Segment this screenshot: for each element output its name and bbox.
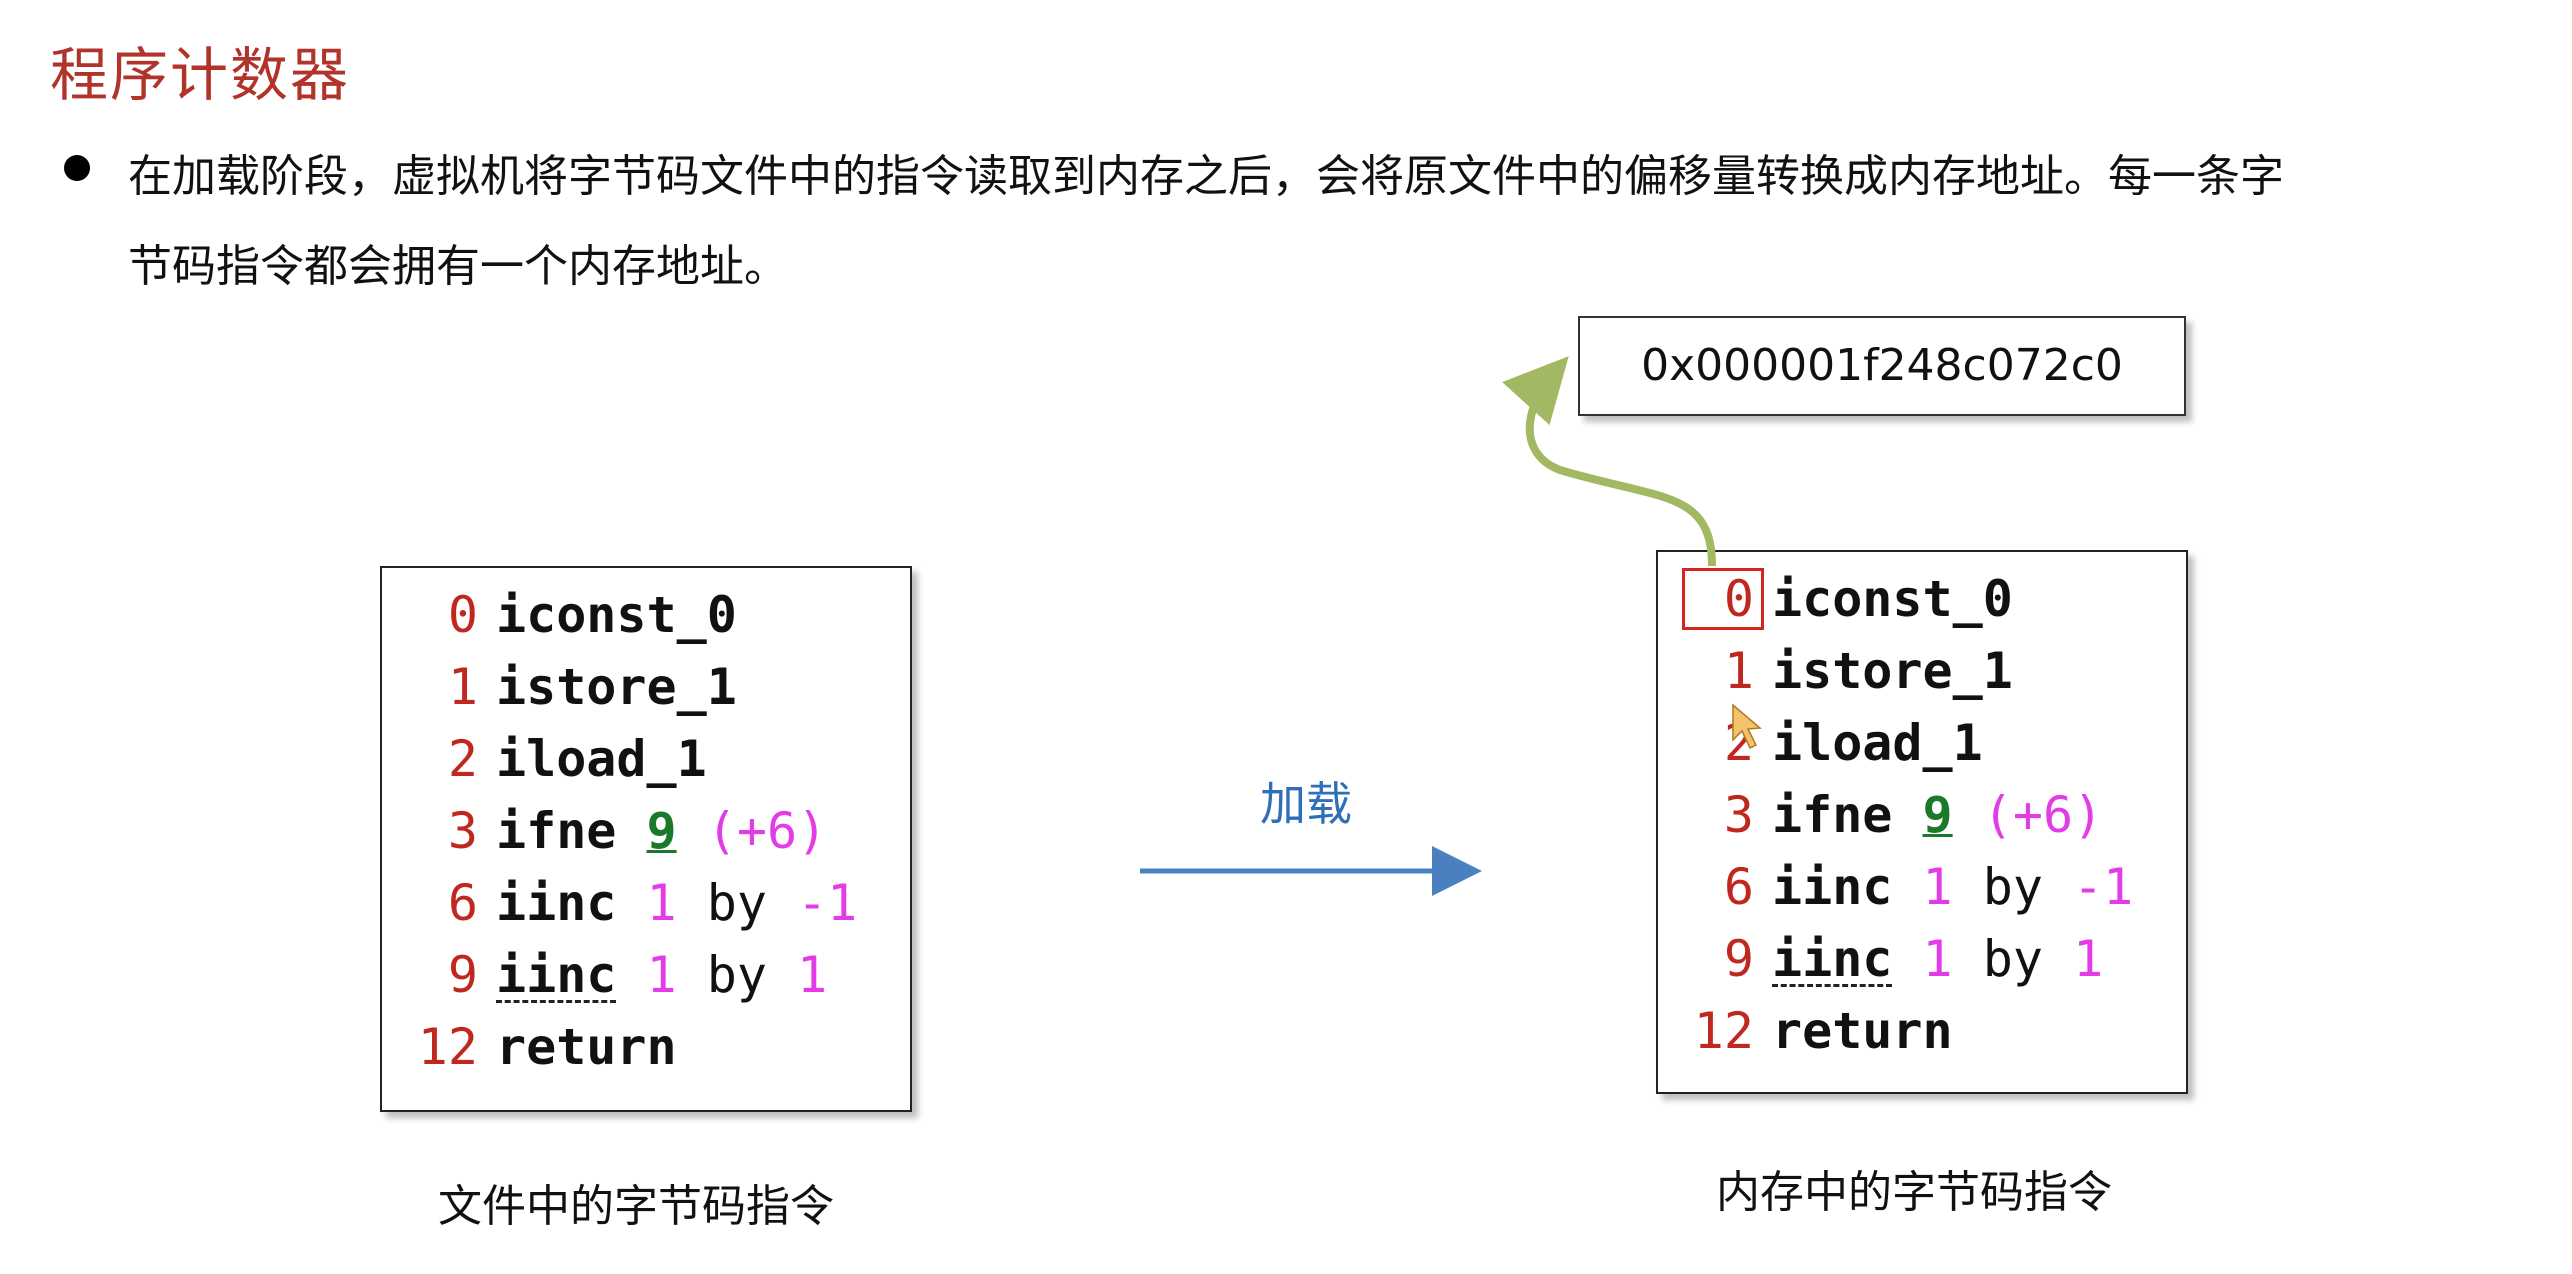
highlight-box (1682, 568, 1764, 630)
opcode: iload_1 (496, 730, 707, 788)
code-line: 12 return (382, 1012, 677, 1082)
offset-label: 0 (1723, 570, 1754, 628)
operand: -1 (2073, 858, 2134, 916)
keyword-by: by (1982, 930, 2043, 988)
address-curve-arrow (1502, 356, 1716, 567)
operand: 1 (1922, 858, 1953, 916)
code-line: 3 ifne 9 (+6) (1658, 780, 2103, 850)
offset-label: 6 (1723, 858, 1754, 916)
opcode: ifne (1772, 786, 1893, 844)
cursor-icon (1732, 703, 1762, 750)
operand: 1 (797, 946, 828, 1004)
offset-label: 1 (447, 658, 478, 716)
opcode: istore_1 (496, 658, 737, 716)
memory-bytecode-caption: 内存中的字节码指令 (1716, 1167, 2112, 1218)
code-line: 1 istore_1 (1658, 636, 2013, 706)
bullet-dot (64, 155, 90, 181)
offset-label: 3 (447, 802, 478, 860)
opcode: return (1772, 1002, 1953, 1060)
opcode: istore_1 (1772, 642, 2013, 700)
code-line: 0 iconst_0 (1658, 564, 2013, 634)
code-line: 1 istore_1 (382, 652, 737, 722)
offset-label: 0 (447, 586, 478, 644)
offset-label: 3 (1723, 786, 1754, 844)
jump-target: 9 (646, 802, 677, 860)
jump-offset: (+6) (1982, 786, 2104, 844)
keyword-by: by (1982, 858, 2043, 916)
operand: 1 (2073, 930, 2104, 988)
offset-label: 2 (447, 730, 478, 788)
opcode: iinc (496, 946, 617, 1004)
jump-offset: (+6) (706, 802, 828, 860)
jump-target: 9 (1922, 786, 1953, 844)
opcode: ifne (496, 802, 617, 860)
code-line: 0 iconst_0 (382, 580, 737, 650)
offset-label: 12 (1693, 1002, 1754, 1060)
operand: 1 (646, 946, 677, 1004)
opcode: iinc (1772, 858, 1893, 916)
operand: -1 (797, 874, 858, 932)
page-title: 程序计数器 (50, 41, 351, 109)
load-label: 加载 (1260, 777, 1352, 831)
offset-label: 6 (447, 874, 478, 932)
opcode: iconst_0 (1772, 570, 2013, 628)
code-line: 9 iinc 1 by 1 (1658, 924, 2103, 994)
code-line: 3 ifne 9 (+6) (382, 796, 827, 866)
opcode: iinc (1772, 930, 1893, 988)
bullet-text-line-2: 节码指令都会拥有一个内存地址。 (128, 241, 788, 292)
keyword-by: by (706, 874, 767, 932)
code-line: 2 iload_1 (382, 724, 707, 794)
operand: 1 (1922, 930, 1953, 988)
memory-address-box: 0x000001f248c072c0 (1578, 316, 2186, 416)
opcode: return (496, 1018, 677, 1076)
bullet-text-line-1: 在加载阶段，虚拟机将字节码文件中的指令读取到内存之后，会将原文件中的偏移量转换成… (128, 151, 2284, 202)
offset-label: 9 (447, 946, 478, 1004)
offset-label: 12 (417, 1018, 478, 1076)
code-line: 12 return (1658, 996, 1953, 1066)
operand: 1 (646, 874, 677, 932)
code-line: 9 iinc 1 by 1 (382, 940, 827, 1010)
opcode: iload_1 (1772, 714, 1983, 772)
code-line: 6 iinc 1 by -1 (382, 868, 857, 938)
opcode: iinc (496, 874, 617, 932)
opcode: iconst_0 (496, 586, 737, 644)
offset-label: 9 (1723, 930, 1754, 988)
file-bytecode-caption: 文件中的字节码指令 (438, 1181, 834, 1232)
keyword-by: by (706, 946, 767, 1004)
code-line: 6 iinc 1 by -1 (1658, 852, 2133, 922)
file-bytecode-box: 0 iconst_0 1 istore_1 2 iload_1 3 ifne 9 (+6… (380, 566, 912, 1112)
offset-label: 1 (1723, 642, 1754, 700)
